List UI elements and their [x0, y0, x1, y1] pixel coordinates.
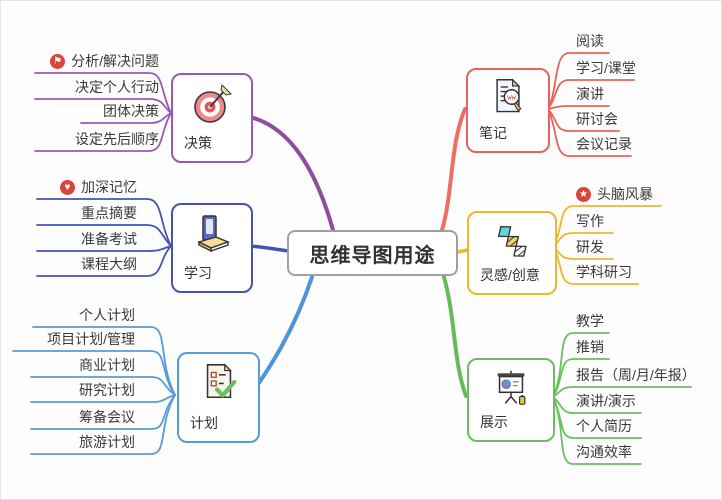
leaf-label: 个人计划 [79, 307, 135, 323]
target-icon [190, 82, 234, 131]
leaf-label: 商业计划 [79, 357, 135, 373]
checklist-icon [198, 361, 240, 408]
topic-node-inspiration[interactable]: 灵感/创意 [467, 211, 557, 295]
document-search-icon: ww [488, 77, 528, 122]
leaf-label: 个人简历 [576, 418, 632, 434]
leaf-label: 筹备会议 [79, 409, 135, 425]
leaf-item[interactable]: 课程大纲 [81, 253, 137, 276]
notes-leaf-lines [547, 52, 635, 157]
leaf-item[interactable]: 商业计划 [79, 354, 135, 377]
central-topic[interactable]: 思维导图用途 [287, 230, 458, 276]
leaf-label: 阅读 [576, 33, 604, 49]
leaf-label: 设定先后顺序 [75, 131, 159, 147]
topic-label: 笔记 [479, 125, 507, 141]
presentation-icon [490, 367, 532, 414]
leaf-label: 准备考试 [81, 231, 137, 247]
topic-label: 计划 [190, 415, 218, 431]
leaf-label: 团体决策 [103, 103, 159, 119]
leaf-label: 课程大纲 [81, 256, 137, 272]
leaf-item[interactable]: 重点摘要 [81, 202, 137, 225]
topic-node-study[interactable]: 学习 [171, 203, 253, 293]
decision-leaf-lines [34, 72, 172, 152]
leaf-label: 头脑风暴 [597, 186, 653, 202]
leaf-label: 推销 [576, 339, 604, 355]
leaf-item[interactable]: 会议记录 [576, 133, 632, 156]
leaf-item[interactable]: 写作 [576, 210, 604, 233]
leaf-item[interactable]: 沟通效率 [576, 441, 632, 464]
topic-node-plan[interactable]: 计划 [177, 352, 260, 443]
topic-label: 决策 [184, 135, 212, 151]
leaf-item[interactable]: 演讲/演示 [576, 390, 636, 413]
dna-icon [491, 220, 533, 267]
leaf-item[interactable]: 旅游计划 [79, 431, 135, 454]
leaf-item[interactable]: 团体决策 [103, 100, 159, 123]
heart-badge-icon: ♥ [60, 180, 75, 195]
topic-node-decision[interactable]: 决策 [171, 73, 253, 163]
leaf-label: 研究计划 [79, 382, 135, 398]
plan-leaf-lines [12, 326, 176, 455]
leaf-item[interactable]: 学科研习 [576, 261, 632, 284]
leaf-item[interactable]: 设定先后顺序 [75, 128, 159, 151]
topic-label: 学习 [184, 265, 212, 281]
presentation-leaf-lines [552, 332, 692, 465]
study-leaf-lines [36, 198, 172, 277]
leaf-item[interactable]: 演讲 [576, 83, 604, 106]
leaf-label: 项目计划/管理 [47, 331, 135, 347]
leaf-label: 研讨会 [576, 111, 618, 127]
topic-node-notes[interactable]: ww 笔记 [466, 68, 550, 153]
leaf-item[interactable]: 阅读 [576, 30, 604, 53]
leaf-item[interactable]: 学习/课堂 [576, 57, 636, 80]
leaf-item[interactable]: 教学 [576, 310, 604, 333]
topic-label: 灵感/创意 [480, 267, 540, 283]
leaf-label: 会议记录 [576, 136, 632, 152]
leaf-label: 重点摘要 [81, 205, 137, 221]
leaf-item[interactable]: ⚑ 分析/解决问题 [50, 50, 159, 73]
leaf-label: 报告（周/月/年报） [576, 367, 696, 383]
leaf-label: 演讲 [576, 86, 604, 102]
leaf-item[interactable]: 报告（周/月/年报） [576, 364, 696, 387]
leaf-label: 演讲/演示 [576, 393, 636, 409]
books-icon [190, 212, 234, 261]
leaf-item[interactable]: 研究计划 [79, 379, 135, 402]
leaf-label: 研发 [576, 239, 604, 255]
leaf-label: 旅游计划 [79, 434, 135, 450]
leaf-item[interactable]: ★ 头脑风暴 [576, 183, 653, 206]
main-branch-curves [248, 107, 469, 398]
leaf-label: 学科研习 [576, 264, 632, 280]
leaf-item[interactable]: 推销 [576, 336, 604, 359]
leaf-item[interactable]: 个人计划 [79, 304, 135, 327]
leaf-label: 加深记忆 [81, 179, 137, 195]
leaf-label: 写作 [576, 213, 604, 229]
leaf-item[interactable]: 研发 [576, 236, 604, 259]
svg-text:ww: ww [507, 93, 516, 102]
star-badge-icon: ★ [576, 187, 591, 202]
leaf-label: 教学 [576, 313, 604, 329]
leaf-item[interactable]: 项目计划/管理 [47, 328, 135, 351]
topic-node-presentation[interactable]: 展示 [467, 358, 555, 442]
leaf-item[interactable]: 筹备会议 [79, 406, 135, 429]
leaf-label: 分析/解决问题 [71, 53, 159, 69]
leaf-item[interactable]: ♥ 加深记忆 [60, 176, 137, 199]
leaf-item[interactable]: 准备考试 [81, 228, 137, 251]
flag-badge-icon: ⚑ [50, 54, 66, 69]
topic-label: 展示 [480, 414, 508, 430]
leaf-item[interactable]: 决定个人行动 [75, 76, 159, 99]
leaf-item[interactable]: 研讨会 [576, 108, 618, 131]
leaf-label: 学习/课堂 [576, 60, 636, 76]
leaf-item[interactable]: 个人简历 [576, 415, 632, 438]
leaf-label: 决定个人行动 [75, 79, 159, 95]
leaf-label: 沟通效率 [576, 444, 632, 460]
